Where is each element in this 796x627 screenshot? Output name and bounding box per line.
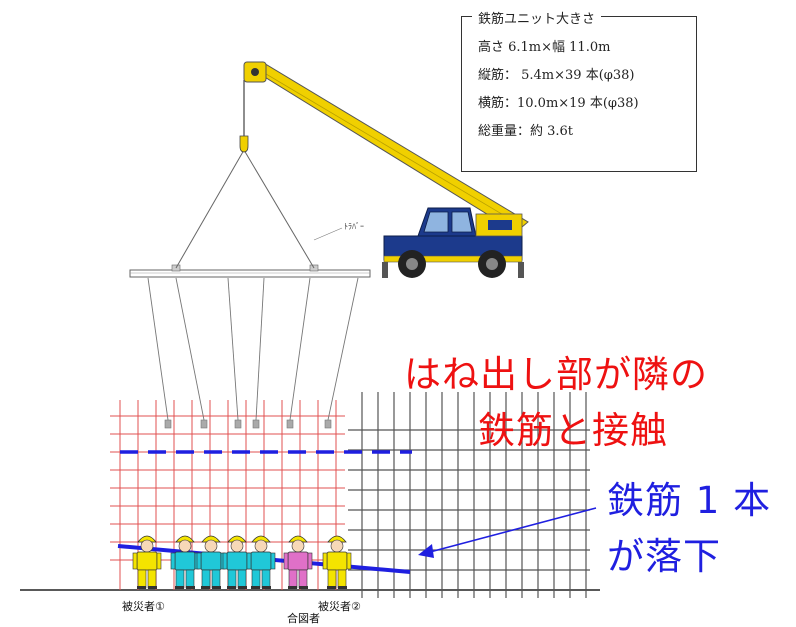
worker-figure bbox=[196, 535, 226, 589]
victim2-label: 被災者② bbox=[318, 600, 361, 613]
spec-line-vertical-bars: 縦筋： 5.4m×39 本(φ38) bbox=[478, 68, 635, 83]
callout-fall-line2: が落下 bbox=[607, 535, 721, 578]
worker-figure bbox=[170, 535, 200, 589]
callout-arrow-head bbox=[418, 544, 434, 558]
spreader-beam bbox=[129, 269, 371, 278]
callout-contact-line2: 鉄筋と接触 bbox=[478, 409, 668, 452]
spec-line-size: 高さ 6.1m×幅 11.0m bbox=[478, 40, 611, 55]
crane-carrier bbox=[382, 207, 524, 278]
crane-hook bbox=[239, 135, 249, 153]
signaler-label: 合図者 bbox=[287, 612, 320, 625]
spreader-label: ﾄﾗﾊﾞｰ bbox=[344, 222, 364, 231]
victim1-label: 被災者① bbox=[122, 600, 165, 613]
spec-box-title: 鉄筋ユニット大きさ bbox=[472, 8, 602, 27]
leader-line bbox=[313, 227, 343, 241]
worker-figure bbox=[246, 535, 276, 589]
spec-line-horizontal-bars: 横筋：10.0m×19 本(φ38) bbox=[478, 96, 639, 111]
callout-arrow-shaft bbox=[429, 507, 597, 553]
worker-figure bbox=[132, 535, 162, 589]
worker-figure bbox=[322, 535, 352, 589]
callout-fall-line1: 鉄筋 1 本 bbox=[607, 479, 772, 522]
workers-group bbox=[132, 535, 352, 589]
worker-figure bbox=[283, 535, 313, 589]
spec-line-total-weight: 総重量：約 3.6t bbox=[478, 124, 574, 139]
sling-hooks bbox=[164, 419, 332, 429]
neighbor-rebar-grid bbox=[348, 392, 590, 598]
callout-contact-line1: はね出し部が隣の bbox=[404, 353, 708, 396]
crane-slings bbox=[175, 149, 315, 269]
slings bbox=[147, 277, 359, 421]
